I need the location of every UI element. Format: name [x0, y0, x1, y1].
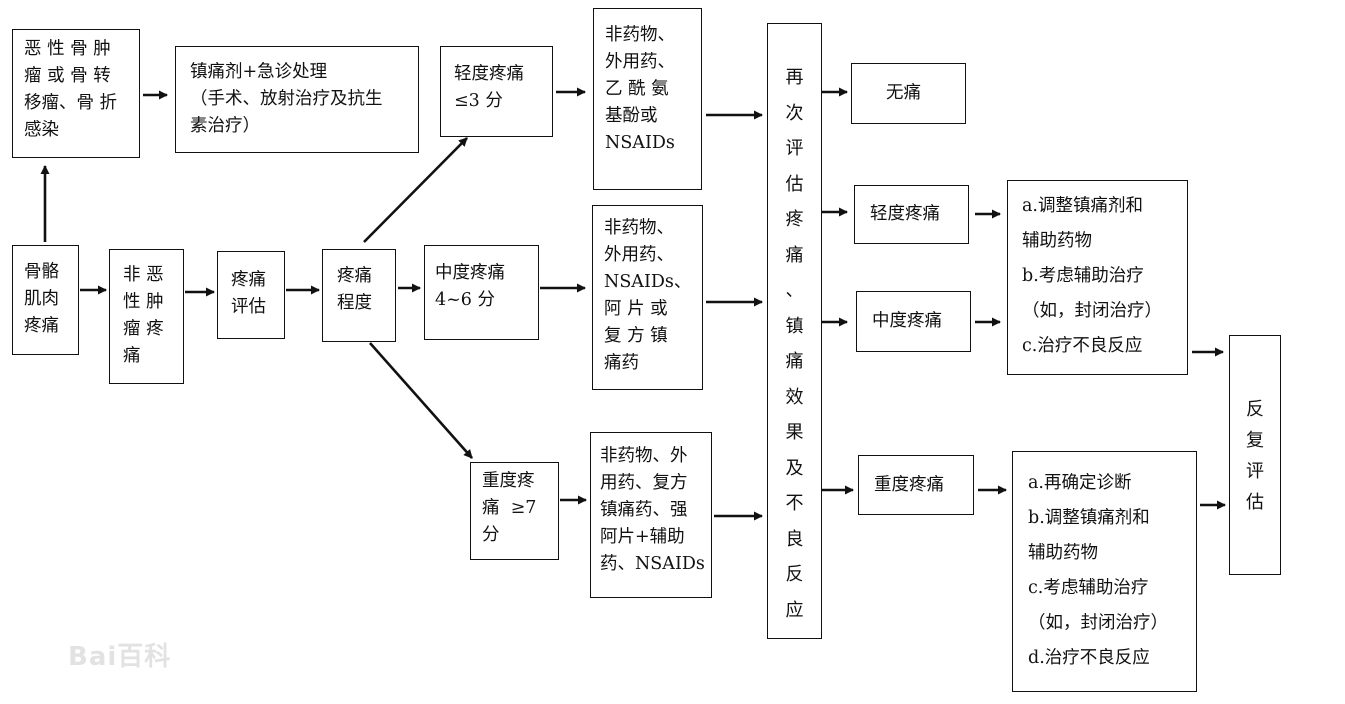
- node-out-severe-box: [858, 455, 974, 515]
- node-tx-moderate: 非药物、 外用药、 NSAIDs、 阿 片 或 复 方 镇 痛药: [604, 218, 692, 373]
- node-mild: 轻度疼痛 ≤3 分: [454, 64, 524, 111]
- node-skeletal-pain: 骨骼 肌肉 疼痛: [24, 262, 59, 336]
- node-adjust-severe: a.再确定诊断 b.调整镇痛剂和 辅助药物 c.考虑辅助治疗 （如，封闭治疗） …: [1028, 473, 1168, 668]
- node-repeat: 反 复 评 估: [1246, 399, 1264, 513]
- node-repeat-box: [1229, 335, 1281, 575]
- node-reassess: 再 次 评 估 疼 痛 、 镇 痛 效 果 及 不 良 反 应: [785, 67, 804, 621]
- node-moderate-box: [424, 245, 539, 340]
- node-severe: 重度疼 痛 ≥7 分: [482, 471, 537, 545]
- node-tx-moderate-box: [592, 205, 703, 390]
- watermark-text: Bai百科: [68, 642, 172, 672]
- node-adjust-mild-moderate: a.调整镇痛剂和 辅助药物 b.考虑辅助治疗 （如，封闭治疗） c.治疗不良反应: [1022, 196, 1162, 356]
- node-emergency: 镇痛剂+急诊处理 （手术、放射治疗及抗生 素治疗）: [190, 62, 383, 136]
- node-emergency-box: [175, 46, 419, 153]
- node-adjust-severe-box: [1012, 451, 1197, 692]
- node-out-moderate: 中度疼痛: [872, 311, 942, 331]
- node-pain-assess: 疼痛 评估: [231, 270, 266, 317]
- baidu-watermark: Bai百科: [68, 632, 228, 672]
- node-no-pain: 无痛: [886, 83, 921, 103]
- node-tx-severe: 非药物、外 用药、复方 镇痛药、强 阿片+辅助 药、NSAIDs: [600, 446, 705, 574]
- node-out-severe: 重度疼痛: [874, 475, 944, 495]
- node-malignant: 恶 性 骨 肿 瘤 或 骨 转 移瘤、骨 折 感染: [24, 39, 118, 140]
- node-pain-assess-box: [217, 251, 285, 339]
- node-malignant-box: [12, 29, 140, 158]
- node-out-mild-box: [854, 185, 969, 244]
- node-non-malignant: 非 恶 性 肿 瘤 疼 痛: [123, 265, 164, 366]
- node-moderate: 中度疼痛 4~6 分: [435, 263, 505, 310]
- arrow-degree-to-mild: [363, 137, 468, 243]
- node-tx-mild-box: [593, 8, 702, 190]
- node-mild-box: [440, 46, 553, 137]
- node-adjust-mild-moderate-box: [1007, 180, 1188, 375]
- node-no-pain-box: [851, 63, 966, 124]
- node-non-malignant-box: [109, 249, 184, 384]
- node-tx-mild: 非药物、 外用药、 乙 酰 氨 基酚或 NSAIDs: [605, 25, 675, 153]
- arrow-degree-to-severe: [369, 342, 473, 459]
- node-pain-degree: 疼痛 程度: [337, 266, 372, 313]
- node-out-moderate-box: [856, 291, 971, 352]
- node-pain-degree-box: [322, 249, 396, 342]
- node-tx-severe-box: [590, 432, 712, 598]
- node-out-mild: 轻度疼痛: [870, 204, 940, 224]
- node-severe-box: [470, 462, 559, 560]
- node-skeletal-pain-box: [12, 245, 79, 355]
- node-reassess-box: [767, 23, 822, 639]
